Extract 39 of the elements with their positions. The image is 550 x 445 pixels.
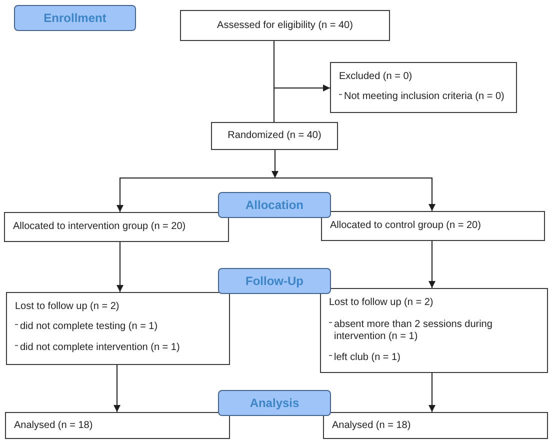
box-text: Allocated to control group (n = 20)	[330, 220, 481, 232]
arrow	[114, 364, 120, 412]
list-item-text: did not complete testing (n = 1)	[20, 321, 158, 333]
box-text: Lost to follow up (n = 2)	[15, 301, 120, 313]
phase-header	[218, 192, 331, 218]
box-text: Allocated to intervention group (n = 20)	[13, 221, 186, 233]
phase-title: Analysis	[250, 396, 300, 410]
list-item-text: left club (n = 1)	[334, 352, 400, 364]
phase-title: Enrollment	[44, 11, 106, 25]
phase-header	[218, 268, 331, 294]
box-text: Analysed (n = 18)	[14, 420, 93, 432]
arrow	[116, 178, 276, 212]
process-box	[321, 211, 545, 241]
process-box	[320, 288, 548, 373]
process-box	[5, 412, 230, 439]
list-item-text: Not meeting inclusion criteria (n = 0)	[344, 91, 504, 103]
process-box	[180, 10, 390, 41]
arrow	[274, 178, 436, 212]
process-box	[330, 62, 517, 113]
phase-title: Allocation	[245, 198, 304, 212]
phase-header	[14, 5, 136, 31]
box-text: Randomized (n = 40)	[228, 130, 322, 142]
phase-title: Follow-Up	[246, 274, 304, 288]
list-item-text: absent more than 2 sessions during intervention (n = 1)	[334, 319, 494, 343]
box-text: Excluded (n = 0)	[339, 71, 414, 83]
box-text: Lost to follow up (n = 2)	[329, 297, 434, 309]
box-text: Analysed (n = 18)	[332, 420, 411, 432]
process-box	[211, 122, 338, 150]
process-box	[6, 292, 230, 365]
arrow	[274, 40, 330, 92]
arrow	[428, 240, 436, 288]
box-text: Assessed for eligibility (n = 40)	[217, 20, 353, 32]
arrow	[272, 150, 278, 178]
arrow	[428, 372, 436, 412]
process-box	[4, 212, 229, 242]
process-box	[323, 412, 548, 439]
list-item-text: did not complete intervention (n = 1)	[20, 342, 180, 354]
arrow	[116, 242, 124, 292]
phase-header	[218, 390, 331, 416]
